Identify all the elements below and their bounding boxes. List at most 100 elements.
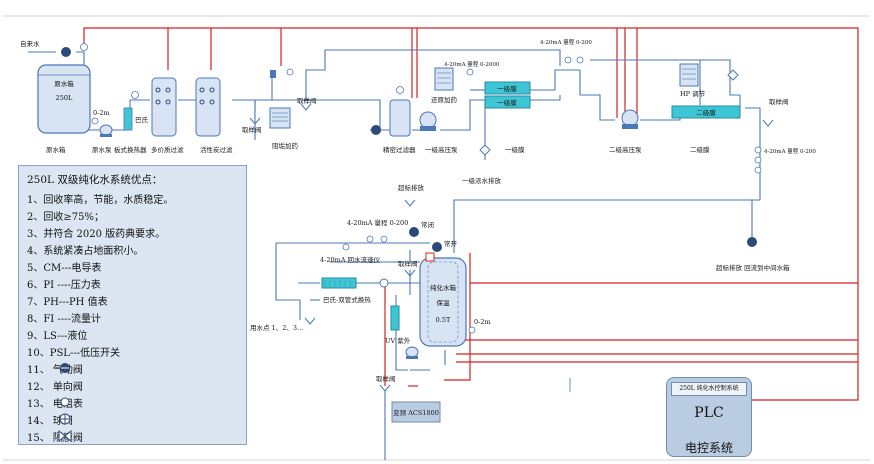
membrane-1a-label: 一级膜 — [497, 84, 517, 93]
antiscalant-label: 阻垢加药 — [272, 141, 299, 150]
level-switch-icon — [468, 326, 476, 334]
legend-panel: 250L 双级纯化水系统优点： 1、回收率高，节能，水质稳定。 2、回收≥75%… — [18, 165, 247, 445]
legend-item: 11、 气动阀 — [27, 365, 83, 376]
pasteur-label: 巴氏 — [135, 115, 149, 124]
sample-valve-icon[interactable] — [379, 384, 391, 392]
cm-meter-icon — [754, 146, 762, 154]
pneumatic-valve-icon[interactable] — [409, 227, 419, 237]
plc-panel: 250L 纯化水控制系统 PLC 电控系统 — [666, 377, 752, 457]
pneumatic-valve-icon[interactable] — [432, 242, 442, 252]
sample-valve-2: 取样阀 — [297, 96, 317, 105]
sample-valve-icon[interactable] — [404, 269, 416, 277]
over-std-return-label: 超标排放 回流到中间水箱 — [716, 263, 790, 272]
legend-item: 9、LS---液位 — [27, 331, 88, 342]
flow-indicator-icon — [380, 235, 388, 243]
level-switch-icon — [91, 117, 99, 125]
legend-item: 15、 隔膜阀 — [27, 433, 83, 444]
ball-valve-icon[interactable] — [371, 125, 381, 135]
sample-valve-icon[interactable] — [249, 117, 261, 125]
membrane-2-label: 二级膜 — [690, 145, 710, 154]
membrane-stage-2 — [671, 105, 741, 119]
pure-tank-keep: 保温 — [437, 298, 451, 307]
flow-meter-mid-label: 4-20mA 量程 0-200 — [347, 218, 408, 227]
pasteur-hx-icon — [123, 107, 133, 131]
plc-subtitle: 电控系统 — [684, 441, 733, 455]
pressure-gauge-icon — [80, 43, 88, 51]
resistivity-meter-icon — [60, 397, 70, 407]
legend-item: 1、回收率高，节能，水质稳定。 — [27, 195, 174, 206]
plc-title: PLC — [694, 405, 724, 421]
tube-hx-icon — [321, 277, 357, 289]
membrane-2a-label: 二级膜 — [696, 108, 716, 117]
plate-hx-label: 板式换热器 — [114, 145, 147, 154]
raw-pump-label: 原水泵 — [92, 145, 112, 154]
over-std-discharge-label: 超标排放 — [398, 183, 425, 192]
membrane-stage-1: 一级膜 一级膜 — [484, 81, 531, 109]
pure-tank-vol: 0.5T — [436, 316, 451, 324]
membrane-1-label: 一级膜 — [505, 145, 525, 154]
carbon-filter — [195, 77, 221, 137]
legend-item: 10、PSL---低压开关 — [27, 348, 121, 359]
uv-label: UV 紫外 — [385, 336, 411, 345]
raw-tank-level: 0-2m — [93, 109, 110, 117]
membrane-1b-label: 一级膜 — [497, 98, 517, 107]
hp-pump-2-icon[interactable] — [621, 109, 639, 129]
hp-pump-1-label: 一级高压泵 — [425, 145, 458, 154]
legend-title: 250L 双级纯化水系统优点： — [27, 174, 163, 186]
flow-indicator-icon — [466, 68, 474, 76]
flow-meter-top-label: 4-20mA 量程 0-200 — [540, 38, 592, 46]
return-flow-label: 4-20mA 回水流速仪 — [320, 255, 381, 264]
legend-item: 3、并符合 2020 版药典要求。 — [27, 229, 166, 240]
multimedia-filter — [151, 77, 177, 137]
legend-item: 13、 电阻表 — [27, 399, 83, 410]
pneumatic-valve-icon[interactable] — [747, 237, 757, 247]
pasteur-tube-hx-label: 巴氏-双管式换热 — [323, 295, 371, 304]
flow-indicator-icon — [576, 56, 584, 64]
reducing-agent-label: 还原加药 — [431, 95, 458, 104]
hp-pump-2-label: 二级高压泵 — [609, 145, 642, 154]
legend-symbols: : — [58, 363, 72, 443]
hp-adjust-tank-icon — [679, 63, 699, 87]
legend-item: 12、 单向阀 — [27, 382, 83, 393]
resistivity-meter-icon — [379, 278, 389, 288]
hp-pump-1-icon[interactable] — [419, 111, 437, 131]
raw-pump-icon[interactable] — [99, 124, 113, 137]
antiscalant-tank-icon — [269, 107, 291, 129]
pure-water-tank: 纯化水箱 保温 0.5T — [419, 257, 467, 347]
sample-valve-1: 取样阀 — [242, 125, 262, 134]
flow-meter-1-label: 4-20mA 量程 0-2000 — [444, 60, 500, 68]
pure-water-pump-icon[interactable] — [405, 346, 419, 359]
precision-filter-label: 精密过滤器 — [383, 145, 416, 154]
flow-meter-right-label: 4-20mA 量程 0-200 — [764, 147, 816, 155]
carbon-label: 活性炭过滤 — [200, 145, 233, 154]
signal-lines — [83, 27, 859, 401]
uv-sterilizer-icon — [390, 305, 400, 331]
reducing-agent-tank-icon — [434, 67, 454, 91]
use-points-label: 用水点 1、2、3… — [250, 323, 303, 332]
normally-closed-label: 常闭 — [421, 220, 434, 229]
raw-tank-volume: 250L — [56, 94, 73, 102]
sample-valve-icon[interactable] — [762, 119, 774, 127]
legend-item: 5、CM---电导表 — [27, 263, 102, 274]
sample-valve-icon[interactable] — [300, 103, 312, 111]
flow-indicator-icon — [754, 166, 762, 174]
inlet-valve-icon[interactable] — [61, 47, 71, 57]
pi-gauge-icon — [286, 68, 294, 76]
sample-valve-5: 取样阀 — [376, 374, 396, 383]
discharge-arrow-icon — [404, 199, 416, 207]
plc-header: 250L 纯化水控制系统 — [671, 382, 747, 396]
ph-meter-icon — [754, 156, 762, 164]
pi-gauge-icon — [342, 243, 350, 251]
use-point-valve-icon[interactable] — [304, 317, 316, 325]
cm-meter-icon — [564, 56, 572, 64]
check-valve-icon: : — [63, 381, 65, 389]
legend-item: 4、系统紧凑占地面积小。 — [27, 246, 144, 257]
legend-item: 8、FI ----流量计 — [27, 314, 101, 325]
hp-adjust-label: HP 调节 — [680, 89, 706, 98]
diaphragm-valve-icon[interactable] — [479, 144, 491, 156]
vfd-label: 变频 ACS1800 — [393, 408, 439, 417]
diaphragm-valve-icon[interactable] — [727, 69, 739, 81]
pi-gauge-icon — [131, 91, 139, 99]
